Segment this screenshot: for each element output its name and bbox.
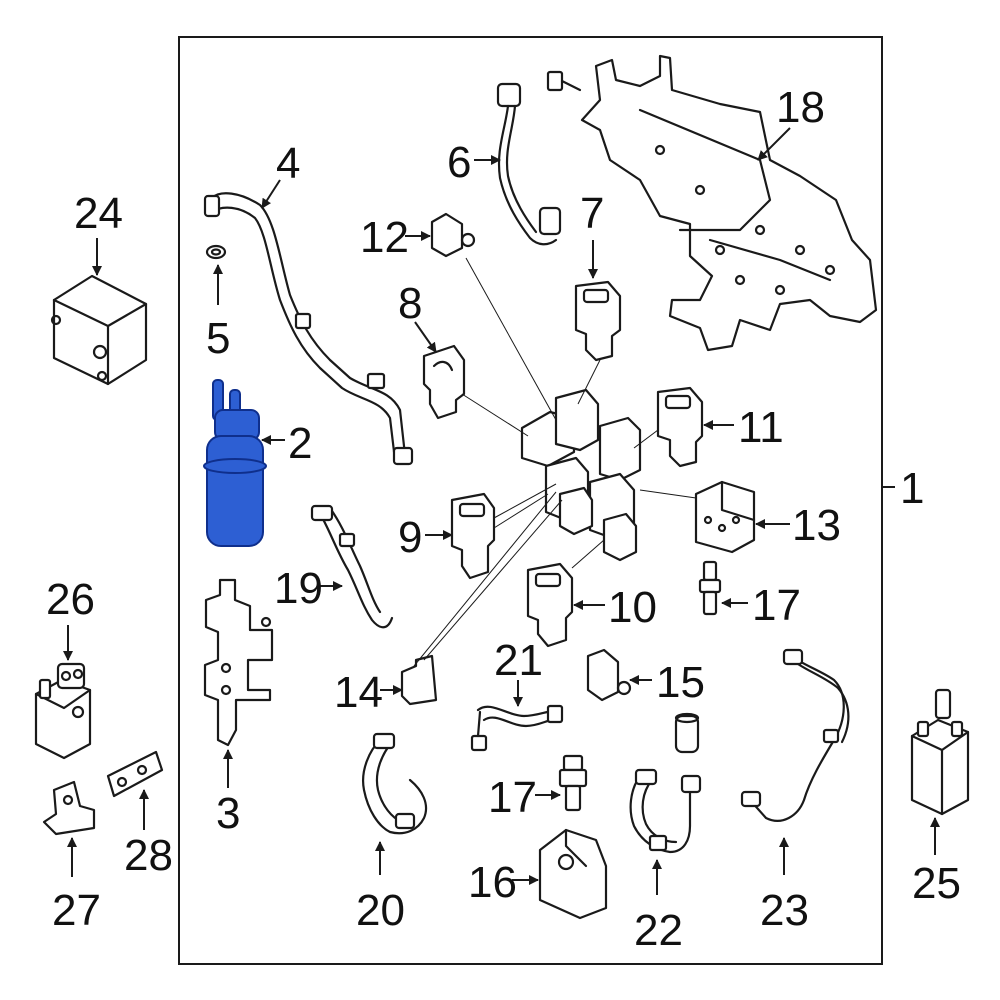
bracket-part-27[interactable] [42, 780, 96, 836]
callout-13[interactable]: 13 [792, 501, 841, 550]
connector-part-12[interactable] [430, 212, 476, 258]
callout-14[interactable]: 14 [334, 668, 383, 717]
callout-10[interactable]: 10 [608, 583, 657, 632]
callout-22[interactable]: 22 [634, 906, 683, 955]
o-ring-part-5[interactable] [205, 244, 227, 260]
harness-part-6[interactable] [496, 82, 562, 246]
bolt-part-18[interactable] [546, 70, 582, 92]
frame-part-18[interactable] [580, 54, 878, 352]
unit-part-25[interactable] [910, 688, 970, 816]
leader-8 [414, 321, 437, 353]
bracket-part-28[interactable] [106, 750, 164, 798]
sensor-part-17-upper[interactable] [698, 560, 722, 616]
callout-23[interactable]: 23 [760, 886, 809, 935]
connector-lines [413, 257, 697, 667]
callout-4[interactable]: 4 [276, 139, 300, 188]
module-part-24[interactable] [50, 274, 148, 386]
ac-line-part-20[interactable] [362, 732, 428, 835]
leader-18 [757, 127, 791, 161]
callout-11[interactable]: 11 [738, 403, 784, 452]
callout-5[interactable]: 5 [206, 314, 230, 363]
callout-8[interactable]: 8 [398, 279, 422, 328]
callout-17-lower[interactable]: 17 [488, 773, 537, 822]
callout-20[interactable]: 20 [356, 886, 405, 935]
callout-2[interactable]: 2 [288, 419, 312, 468]
relay-part-8[interactable] [422, 344, 466, 420]
bracket-part-14[interactable] [400, 654, 438, 706]
ac-line-part-22[interactable] [629, 768, 702, 854]
sensor-part-17-lower[interactable] [558, 754, 588, 812]
bracket-part-3[interactable] [203, 578, 274, 747]
relay-part-9[interactable] [450, 492, 496, 580]
callout-27[interactable]: 27 [52, 886, 101, 935]
relay-part-7[interactable] [574, 280, 622, 362]
callout-28[interactable]: 28 [124, 831, 173, 880]
callout-6[interactable]: 6 [447, 138, 471, 187]
callout-17-upper[interactable]: 17 [752, 581, 801, 630]
callout-19[interactable]: 19 [274, 564, 323, 613]
callout-15[interactable]: 15 [656, 658, 705, 707]
callout-18[interactable]: 18 [776, 83, 825, 132]
callout-21[interactable]: 21 [494, 636, 543, 685]
harness-part-21[interactable] [470, 704, 564, 752]
accumulator-part-2[interactable] [203, 379, 267, 547]
callout-24[interactable]: 24 [74, 189, 123, 238]
relay-block-part-13[interactable] [694, 480, 756, 554]
callout-16[interactable]: 16 [468, 858, 517, 907]
cap-part-22[interactable] [674, 712, 700, 754]
ac-line-part-19[interactable] [310, 504, 394, 629]
callout-9[interactable]: 9 [398, 513, 422, 562]
callout-12[interactable]: 12 [360, 213, 409, 262]
callout-1[interactable]: 1 [900, 464, 924, 513]
module-part-16[interactable] [538, 828, 608, 920]
leader-4 [261, 179, 281, 209]
ac-line-part-23[interactable] [740, 648, 850, 822]
callout-3[interactable]: 3 [216, 789, 240, 838]
callout-7[interactable]: 7 [580, 189, 604, 238]
callout-25[interactable]: 25 [912, 859, 961, 908]
ac-line-part-4[interactable] [203, 192, 414, 466]
relay-cluster [520, 388, 642, 562]
assembly-frame [178, 36, 883, 965]
relay-part-11[interactable] [656, 386, 704, 468]
callout-26[interactable]: 26 [46, 575, 95, 624]
valve-part-26[interactable] [34, 662, 92, 760]
bracket-part-15[interactable] [586, 648, 632, 702]
relay-part-10[interactable] [526, 562, 574, 648]
